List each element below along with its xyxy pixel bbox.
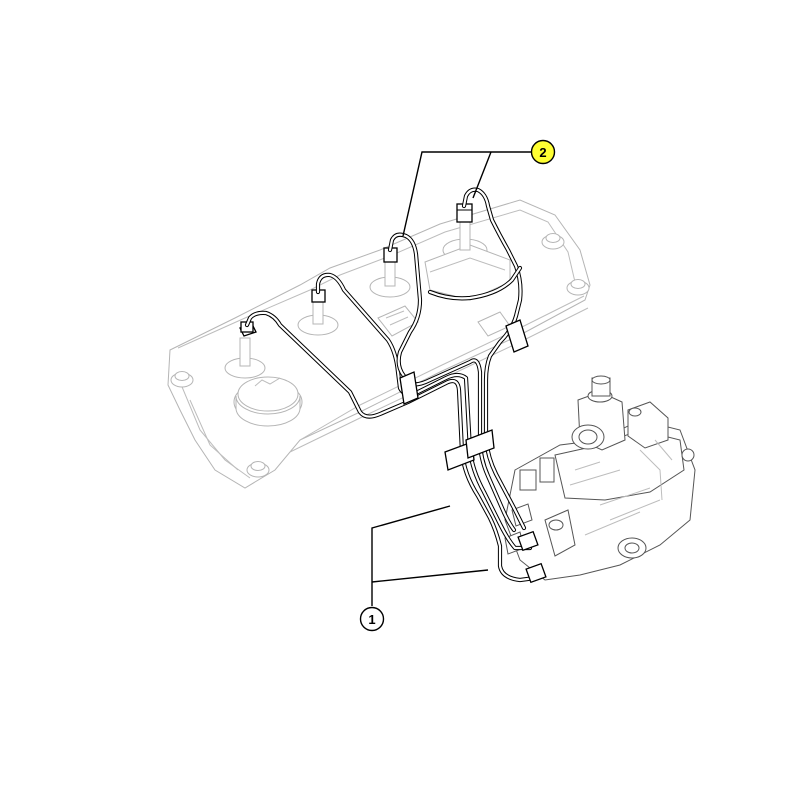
- injector-3: [383, 247, 398, 287]
- bolt-boss-2: [246, 461, 270, 478]
- bolt-boss-1: [170, 371, 194, 388]
- callout-2-label: 2: [539, 145, 546, 160]
- leader-lines-callout-2: [402, 151, 531, 237]
- callout-1-label: 1: [368, 612, 375, 627]
- pump-outlet-nut-2: [525, 562, 547, 584]
- injector-2: [311, 289, 326, 325]
- bolt-boss-3: [541, 233, 565, 250]
- pipe-clamp-middle: [444, 429, 495, 471]
- callout-2: 2: [530, 139, 556, 165]
- leader-lines-callout-1: [371, 505, 489, 606]
- pipe-clamp-upper: [399, 371, 419, 405]
- oil-filler-cap: [233, 376, 303, 427]
- injection-pipe-cylinder-4: [461, 187, 527, 531]
- callout-1: 1: [359, 606, 385, 632]
- pump-outlet-nut-1: [517, 530, 539, 552]
- injector-4: [456, 203, 473, 251]
- pipe-clamp-right: [505, 319, 529, 353]
- injection-pump: [504, 375, 696, 581]
- injection-pipe-cylinder-1: [244, 310, 538, 583]
- bolt-boss-4: [566, 279, 590, 296]
